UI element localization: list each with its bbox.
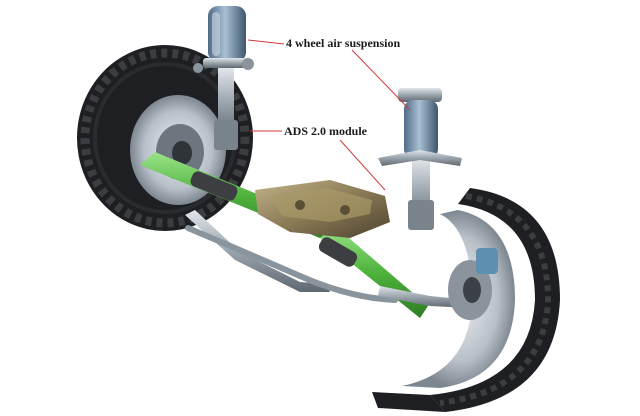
right-upper-arm bbox=[378, 150, 462, 166]
air-suspension-leader-lower bbox=[351, 49, 411, 111]
air-suspension-label: 4 wheel air suspension bbox=[286, 36, 401, 50]
brake-caliper bbox=[476, 248, 498, 274]
right-air-spring bbox=[398, 88, 442, 230]
right-tire bbox=[430, 188, 560, 412]
left-air-spring bbox=[193, 6, 254, 150]
right-wheel bbox=[372, 188, 560, 412]
right-lower-arm bbox=[378, 286, 470, 308]
ads-module-label: ADS 2.0 module bbox=[284, 124, 368, 138]
stabilizer-bar bbox=[185, 225, 398, 303]
ads-module-leader-diag bbox=[339, 139, 386, 191]
ads-module-body bbox=[255, 180, 390, 238]
air-suspension-leader-upper bbox=[247, 39, 285, 45]
